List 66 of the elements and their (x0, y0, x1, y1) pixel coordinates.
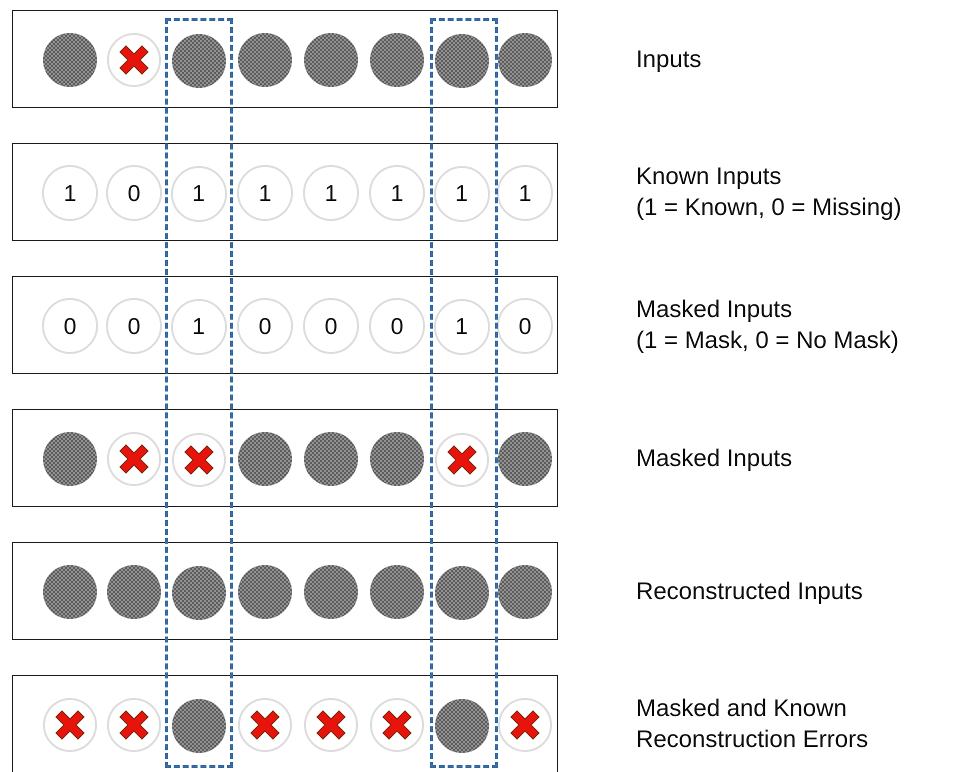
digit-text: 0 (324, 312, 338, 340)
digit-text: 1 (390, 180, 404, 206)
hatched-circle (170, 698, 226, 754)
row-label: (1 = Mask, 0 = No Mask) (636, 326, 899, 356)
row-panel (12, 10, 558, 108)
crossed-circle (106, 697, 162, 753)
crossed-circle (303, 697, 359, 753)
value-circle (497, 165, 553, 221)
row-panel (12, 276, 558, 374)
crossed-circle (497, 697, 553, 753)
crossed-circle (106, 32, 162, 88)
hatched-circle (434, 698, 490, 754)
row-label: Known Inputs (636, 162, 782, 192)
hatched-circle (42, 32, 98, 88)
crossed-circle (369, 697, 425, 753)
digit-text: 0 (128, 180, 140, 206)
hatched-circle (237, 32, 293, 88)
row-panel (12, 409, 558, 507)
hatched-circle (170, 564, 226, 620)
digit-text: 1 (518, 180, 532, 206)
digit-text: 1 (64, 180, 76, 206)
crossed-circle (106, 431, 162, 487)
hatched-circle (434, 32, 490, 88)
hatched-circle (369, 564, 425, 620)
digit-text: 1 (455, 180, 468, 207)
digit-text: 1 (258, 180, 272, 206)
hatched-circle (497, 431, 553, 487)
value-circle (497, 298, 553, 354)
digit-text: 1 (192, 313, 205, 340)
row-panel (12, 542, 558, 640)
hatched-circle (303, 32, 359, 88)
hatched-circle (303, 564, 359, 620)
hatched-circle (434, 564, 490, 620)
hatched-circle (170, 32, 226, 88)
digit-text: 0 (518, 312, 532, 340)
hatched-circle (369, 32, 425, 88)
row-label: Masked and Known Reconstruction Errors (636, 694, 870, 756)
crossed-circle (434, 432, 490, 488)
hatched-circle (497, 564, 553, 620)
row-label: Reconstructed Inputs (636, 576, 863, 606)
row-panel (12, 675, 558, 772)
row-panel (12, 143, 558, 241)
digit-text: 0 (258, 312, 272, 340)
highlight-frame (430, 18, 498, 768)
crossed-circle (237, 697, 293, 753)
digit-text: 0 (64, 312, 76, 340)
digit-text: 1 (192, 180, 205, 207)
digit-text: 1 (455, 313, 468, 340)
hatched-circle (369, 431, 425, 487)
crossed-circle (170, 432, 226, 488)
hatched-circle (42, 431, 98, 487)
row-label: Inputs (636, 44, 702, 74)
crossed-circle (42, 697, 98, 753)
row-label: (1 = Known, 0 = Missing) (636, 193, 902, 224)
hatched-circle (42, 564, 98, 620)
digit-text: 1 (324, 180, 338, 206)
hatched-circle (497, 32, 553, 88)
hatched-circle (106, 564, 162, 620)
hatched-circle (237, 431, 293, 487)
row-label: Masked Inputs (636, 295, 792, 325)
highlight-frame (165, 18, 233, 768)
digit-text: 0 (128, 312, 140, 340)
row-label: Masked Inputs (636, 444, 792, 474)
digit-text: 0 (390, 312, 404, 340)
hatched-circle (303, 431, 359, 487)
hatched-circle (237, 564, 293, 620)
